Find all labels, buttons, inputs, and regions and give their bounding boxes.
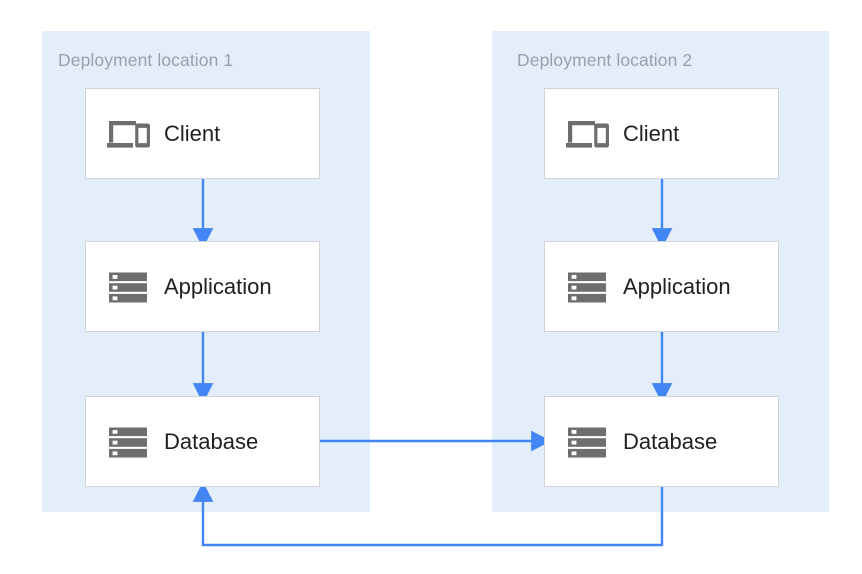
zone-2-label: Deployment location 2 <box>517 50 693 70</box>
node-client-1[interactable]: Client <box>85 88 320 179</box>
node-client-2[interactable]: Client <box>544 88 779 179</box>
node-application-1[interactable]: Application <box>85 241 320 332</box>
node-database-2[interactable]: Database <box>544 396 779 487</box>
devices-icon <box>107 120 150 148</box>
node-database-1[interactable]: Database <box>85 396 320 487</box>
node-label: Database <box>164 428 259 454</box>
server-icon <box>568 272 606 302</box>
server-icon <box>109 427 147 457</box>
devices-icon <box>566 120 609 148</box>
node-label: Client <box>164 120 221 146</box>
server-icon <box>568 427 606 457</box>
zone-1-label: Deployment location 1 <box>58 50 234 70</box>
node-application-2[interactable]: Application <box>544 241 779 332</box>
node-label: Database <box>623 428 718 454</box>
node-label: Application <box>623 273 731 299</box>
node-label: Client <box>623 120 680 146</box>
node-label: Application <box>164 273 272 299</box>
server-icon <box>109 272 147 302</box>
